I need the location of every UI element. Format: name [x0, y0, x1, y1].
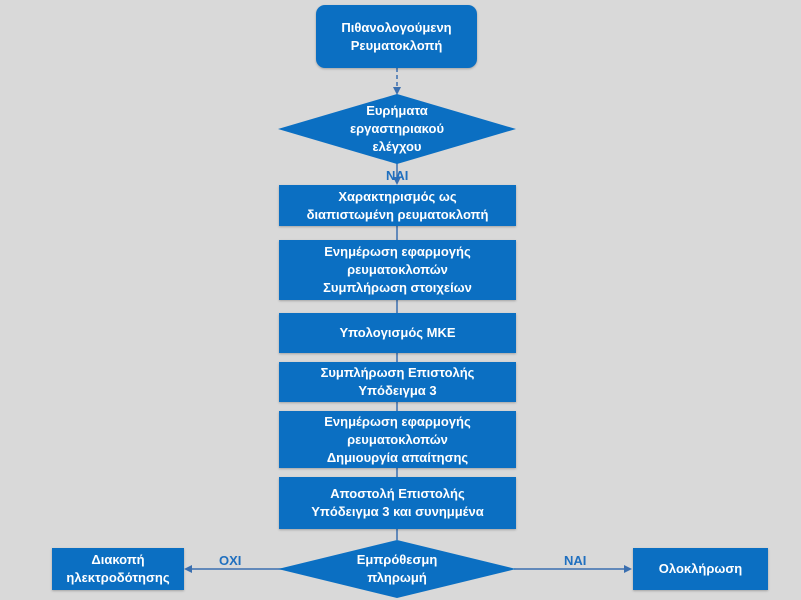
step-update-app-2-line1: Ενημέρωση εφαρμογής — [324, 413, 471, 429]
step-calc: Υπολογισμός ΜΚΕ — [279, 313, 516, 353]
outcome-disconnect-line2: ηλεκτροδότησης — [66, 570, 170, 585]
step-update-app-2: Ενημέρωση εφαρμογής ρευματοκλοπών Δημιου… — [279, 411, 516, 468]
step-characterize-line2: διαπιστωμένη ρευματοκλοπή — [306, 206, 489, 222]
edge-label-no: ΟΧΙ — [219, 553, 242, 568]
decision-lab-line2: εργαστηριακού — [349, 121, 445, 136]
decision-payment-label: Εμπρόθεσμη πληρωμή — [320, 550, 474, 588]
step-update-app-1: Ενημέρωση εφαρμογής ρευματοκλοπών Συμπλή… — [279, 240, 516, 300]
step-update-app-1-line2: ρευματοκλοπών — [347, 262, 448, 277]
outcome-complete: Ολοκλήρωση — [633, 548, 768, 590]
outcome-disconnect-line1: Διακοπή — [91, 552, 145, 567]
start-node: Πιθανολογούμενη Ρευματοκλοπή — [316, 5, 477, 68]
edge-label-yes-lab: ΝΑΙ — [386, 168, 409, 183]
step-letter: Συμπλήρωση Επιστολής Υπόδειγμα 3 — [279, 362, 516, 402]
decision-payment-line2: πληρωμή — [367, 570, 427, 585]
step-update-app-2-line3: Δημιουργία απαίτησης — [326, 449, 469, 465]
step-letter-line2: Υπόδειγμα 3 — [358, 383, 437, 398]
decision-lab-shape — [278, 94, 516, 164]
decision-payment-line1: Εμπρόθεσμη — [356, 552, 438, 567]
start-node-line2: Ρευματοκλοπή — [350, 37, 443, 53]
start-node-line1: Πιθανολογούμενη — [341, 19, 452, 35]
step-send: Αποστολή Επιστολής Υπόδειγμα 3 και συνημ… — [279, 477, 516, 529]
step-send-line2: Υπόδειγμα 3 και συνημμένα — [311, 504, 484, 519]
step-update-app-1-line3: Συμπλήρωση στοιχείων — [323, 280, 472, 295]
outcome-complete-line1: Ολοκλήρωση — [658, 561, 743, 576]
step-calc-line1: Υπολογισμός ΜΚΕ — [339, 325, 456, 340]
step-characterize: Χαρακτηρισμός ως διαπιστωμένη ρευματοκλο… — [279, 185, 516, 226]
step-update-app-2-line2: ρευματοκλοπών — [347, 431, 448, 447]
step-update-app-1-line1: Ενημέρωση εφαρμογής — [324, 244, 471, 259]
outcome-disconnect: Διακοπή ηλεκτροδότησης — [52, 548, 184, 590]
step-send-line1: Αποστολή Επιστολής — [330, 486, 465, 501]
step-letter-line1: Συμπλήρωση Επιστολής — [320, 365, 475, 380]
step-characterize-line1: Χαρακτηρισμός ως — [338, 188, 457, 204]
decision-lab-label: Ευρήματα εργαστηριακού ελέγχου — [300, 100, 494, 158]
edge-label-yes-payment: ΝΑΙ — [564, 553, 587, 568]
decision-lab-line1: Ευρήματα — [366, 103, 428, 118]
decision-payment-shape — [278, 540, 516, 598]
decision-lab-line3: ελέγχου — [372, 139, 422, 154]
